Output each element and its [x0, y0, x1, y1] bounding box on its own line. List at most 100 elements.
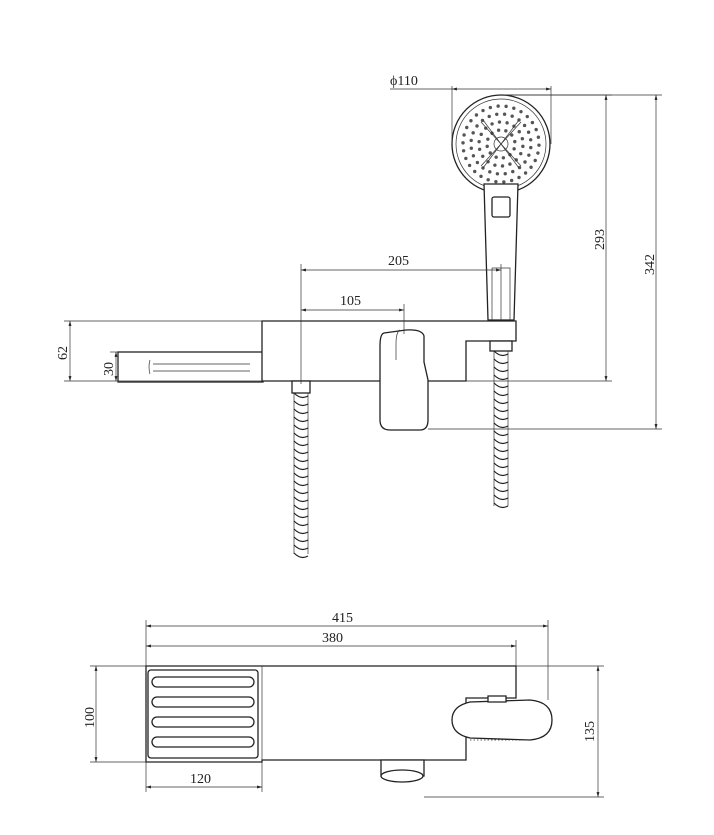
dim-outlet-spacing: 205: [388, 254, 409, 269]
spray-nozzle: [533, 158, 537, 163]
spray-nozzle: [521, 144, 525, 149]
spray-nozzle: [520, 136, 525, 141]
hose-braid: [493, 478, 509, 485]
spray-nozzle: [525, 114, 529, 119]
spray-nozzle: [504, 104, 508, 109]
shelf-front: [117, 351, 264, 383]
hose-braid: [493, 406, 509, 413]
shelf-top: [147, 669, 259, 759]
hose-braid: [493, 502, 509, 509]
spray-nozzle: [511, 169, 515, 174]
spray-nozzle: [488, 170, 492, 174]
hose-braid: [493, 390, 509, 397]
spray-nozzle: [486, 178, 490, 182]
hose-braid: [293, 536, 309, 543]
spray-nozzle: [529, 165, 533, 169]
drain-slot: [151, 676, 255, 688]
spray-nozzle: [475, 124, 479, 128]
spray-nozzle: [493, 163, 497, 167]
hose-braid: [293, 432, 309, 439]
drain-slot: [151, 736, 255, 748]
spray-nozzle: [527, 153, 531, 157]
spray-nozzle: [484, 126, 488, 130]
spray-nozzle: [465, 125, 469, 130]
hose-braid: [293, 464, 309, 471]
hose-braid: [293, 512, 309, 519]
spray-nozzle: [486, 137, 490, 141]
spray-nozzle: [464, 156, 468, 161]
hose-braid: [293, 416, 309, 423]
spray-nozzle: [500, 164, 505, 168]
spray-nozzle: [471, 131, 475, 135]
dim-body-length: 380: [322, 631, 343, 646]
hose-braid: [293, 504, 309, 511]
hose-braid: [293, 424, 309, 431]
spray-nozzle: [517, 165, 522, 170]
spray-nozzle: [502, 112, 507, 116]
hose-right: [493, 350, 509, 509]
hose-braid: [493, 398, 509, 405]
hose-braid: [493, 366, 509, 373]
spray-nozzle: [490, 131, 494, 135]
spray-nozzle: [519, 109, 523, 114]
spray-nozzle: [467, 163, 472, 168]
dim-head-diameter: ϕ110: [390, 74, 418, 89]
top-view: 415 380 100 135 120: [83, 611, 604, 798]
spray-nozzle: [477, 139, 481, 144]
spray-nozzle: [534, 127, 538, 132]
shelf-slot: [153, 363, 250, 372]
hose-braid: [293, 400, 309, 407]
spray-nozzle: [469, 138, 473, 143]
spray-nozzle: [496, 128, 501, 132]
spray-nozzle: [490, 122, 494, 126]
spray-nozzle: [479, 174, 483, 179]
spray-nozzle: [488, 105, 493, 110]
hose-braid: [493, 438, 509, 445]
dim-depth: 135: [583, 721, 598, 742]
dimension-lines: [64, 86, 662, 430]
spray-nozzle: [471, 154, 476, 158]
spray-nozzle: [495, 172, 500, 176]
spray-nozzle: [513, 139, 517, 144]
dim-overall-height: 342: [643, 254, 658, 275]
lever-handle: [379, 329, 429, 431]
spray-nozzle: [519, 151, 523, 156]
spray-nozzle: [461, 141, 465, 145]
spray-nozzle: [523, 160, 527, 164]
spray-nozzle: [509, 178, 514, 183]
spray-nozzle: [522, 123, 527, 128]
spray-nozzle: [469, 119, 473, 123]
hose-braid: [493, 446, 509, 453]
hose-braid: [493, 454, 509, 461]
spray-nozzle: [487, 114, 491, 119]
dim-shelf-depth: 100: [83, 707, 98, 728]
spray-nozzle: [473, 169, 477, 174]
shower-head-top: [451, 699, 553, 741]
spray-nozzle: [481, 154, 485, 158]
spray-nozzle: [480, 118, 485, 123]
spray-nozzles: [461, 104, 541, 184]
hose-braid: [493, 430, 509, 437]
spray-nozzle: [530, 120, 535, 125]
spray-nozzle: [485, 144, 489, 149]
spray-nozzle: [461, 149, 466, 153]
hose-braid: [493, 422, 509, 429]
dim-shelf-height: 30: [102, 362, 117, 376]
spray-nozzle: [494, 179, 498, 184]
hose-braid: [293, 520, 309, 527]
spray-nozzle: [479, 132, 483, 137]
spray-nozzle: [517, 175, 521, 180]
spray-nozzle: [481, 108, 485, 113]
spray-nozzle: [504, 129, 508, 133]
spray-nozzle: [503, 171, 507, 176]
top-dimension-lines: [90, 620, 604, 798]
hose-braid: [493, 470, 509, 477]
spray-nozzle: [474, 113, 479, 117]
hose-braid: [293, 408, 309, 415]
dim-body-height: 62: [56, 346, 71, 360]
front-view: ϕ110 205 105 293 342 62 30: [56, 74, 662, 559]
spray-nozzle: [505, 121, 509, 125]
spray-nozzle: [477, 147, 482, 152]
spray-nozzle: [497, 120, 502, 124]
hose-braid: [293, 472, 309, 479]
